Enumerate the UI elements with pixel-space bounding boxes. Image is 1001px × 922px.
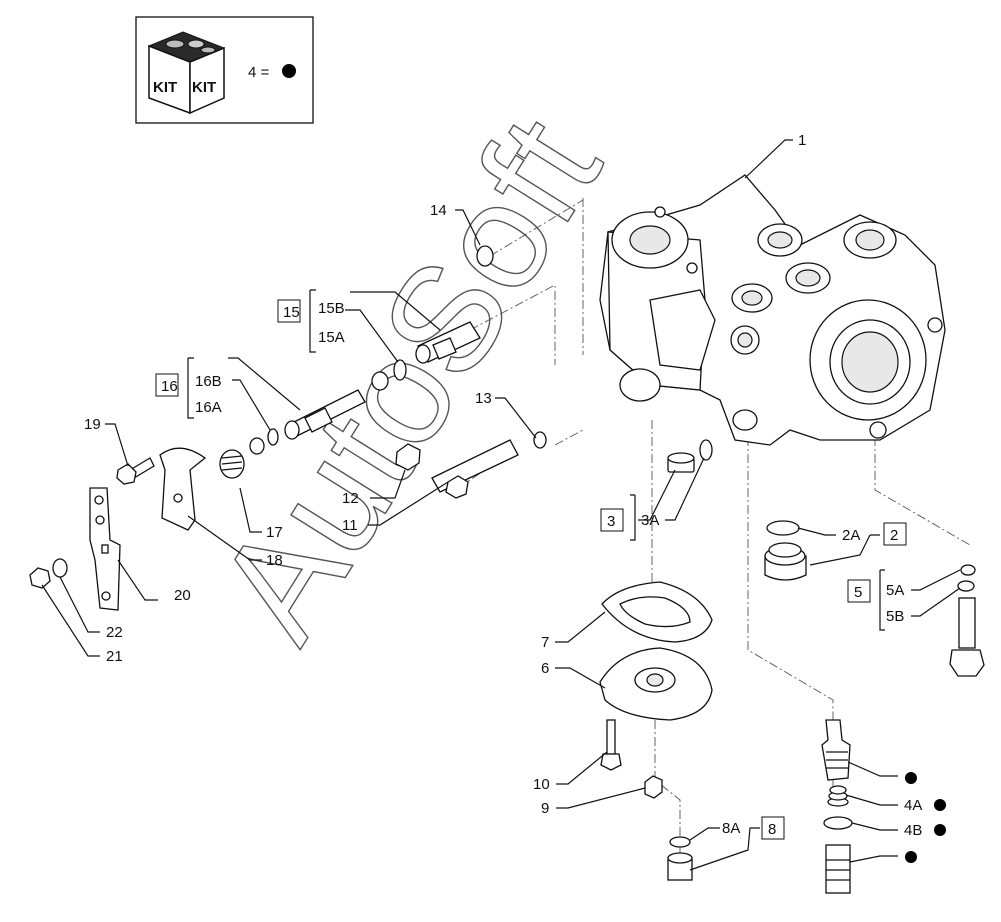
part-5b-washer — [957, 580, 975, 592]
kit-legend-text: 4 = — [248, 64, 270, 81]
callout-5a: 5A — [886, 582, 904, 599]
callout-15a: 15A — [318, 329, 345, 346]
callout-1: 1 — [798, 132, 806, 149]
kit-box-icon: KIT KIT — [147, 31, 226, 115]
callout-16b: 16B — [195, 373, 222, 390]
part-17-spring — [219, 449, 245, 479]
part-4-cartridge — [821, 719, 851, 781]
callout-16: 16 — [161, 378, 178, 395]
part-22-washer — [52, 558, 68, 578]
callout-3: 3 — [607, 513, 615, 530]
part-10-bolt — [600, 719, 622, 771]
part-2a-oring — [766, 520, 800, 536]
callout-2a: 2A — [842, 527, 860, 544]
part-8-plug — [667, 852, 693, 881]
part-4a-spring — [827, 785, 849, 807]
callout-16a: 16A — [195, 399, 222, 416]
callout-8a: 8A — [722, 820, 740, 837]
part-2-plug — [764, 542, 807, 581]
kit-label-right: KIT — [192, 79, 216, 96]
callout-5: 5 — [854, 584, 862, 601]
kit-label-left: KIT — [153, 79, 177, 96]
kit-dot-icon — [905, 772, 917, 784]
kit-dot-icon — [934, 799, 946, 811]
part-19-bolt — [116, 457, 155, 485]
callout-9: 9 — [541, 800, 549, 817]
part-18-lever — [159, 447, 207, 531]
part-11-screw — [431, 439, 519, 499]
callout-14: 14 — [430, 202, 447, 219]
callout-4a: 4A — [904, 797, 922, 814]
kit-dot-icon — [905, 851, 917, 863]
part-5a-oring — [960, 564, 976, 576]
part-8a-oring — [669, 836, 691, 848]
main-housing — [599, 174, 946, 446]
kit-dot-icon — [934, 824, 946, 836]
callout-19: 19 — [84, 416, 101, 433]
kit-legend: KIT KIT 4 = — [135, 16, 314, 124]
watermark: AutoSoft — [185, 90, 632, 667]
callout-20: 20 — [174, 587, 191, 604]
boxed-callouts — [155, 299, 907, 840]
kit-dots — [905, 772, 946, 863]
callout-11: 11 — [342, 517, 358, 534]
callout-21: 21 — [106, 648, 123, 665]
callout-5b: 5B — [886, 608, 904, 625]
part-13-pin — [533, 431, 547, 449]
callout-18: 18 — [266, 552, 283, 569]
part-5-valve — [949, 597, 985, 677]
callout-4b: 4B — [904, 822, 922, 839]
callout-3a: 3A — [641, 512, 659, 529]
callout-12: 12 — [342, 490, 359, 507]
callout-17: 17 — [266, 524, 283, 541]
part-4-body — [825, 844, 851, 894]
callout-7: 7 — [541, 634, 549, 651]
leader-lines — [41, 139, 961, 871]
callout-10: 10 — [533, 776, 550, 793]
part-16b-shaft — [284, 389, 366, 440]
callout-6: 6 — [541, 660, 549, 677]
part-4b-oring — [823, 816, 853, 830]
part-15-washer — [371, 371, 389, 391]
callout-labels: 1 14 15 15B 15A 16 16B 16A 19 13 12 11 1… — [84, 132, 922, 839]
callout-15b: 15B — [318, 300, 345, 317]
callout-15: 15 — [283, 304, 300, 321]
part-15b-shaft — [415, 321, 481, 364]
part-6-cover — [599, 647, 713, 721]
part-15a-oring — [393, 359, 407, 381]
part-7-gasket — [601, 581, 713, 643]
part-20-bracket — [89, 487, 121, 611]
part-16a-oring — [267, 428, 279, 446]
part-3-oring — [699, 439, 713, 461]
part-9-nut — [644, 775, 663, 799]
callout-8: 8 — [768, 821, 776, 838]
callout-13: 13 — [475, 390, 492, 407]
part-3-plug — [667, 452, 695, 473]
part-16-washer — [249, 437, 265, 455]
callout-22: 22 — [106, 624, 123, 641]
part-12-nut — [395, 443, 421, 471]
part-21-nut — [29, 567, 51, 589]
callout-2: 2 — [890, 527, 898, 544]
kit-dot-icon — [282, 64, 296, 78]
part-14-plug — [476, 245, 494, 267]
